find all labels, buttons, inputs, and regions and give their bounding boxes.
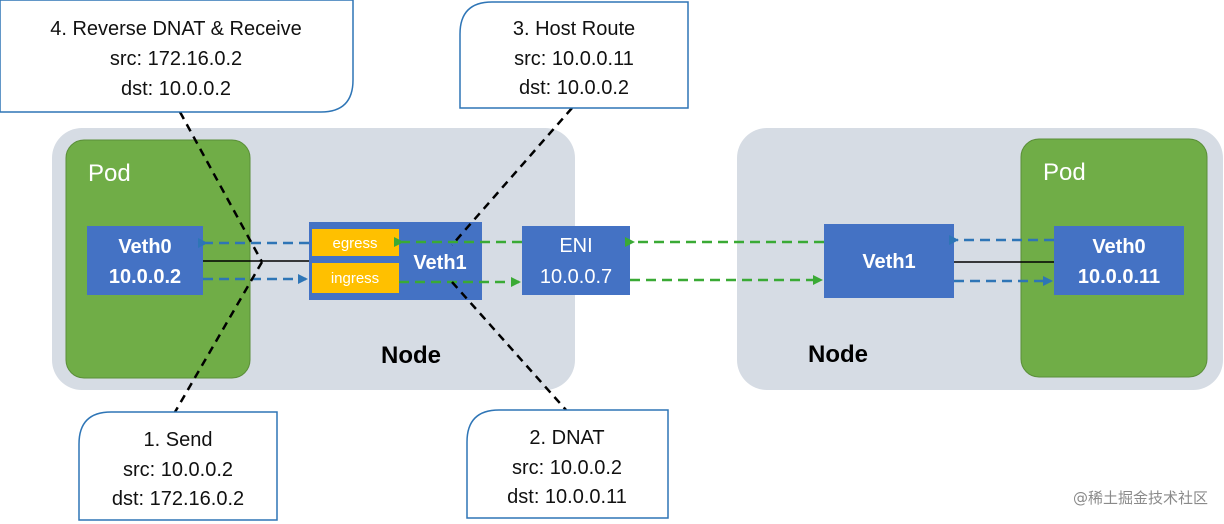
node-right-label: Node — [808, 341, 868, 368]
right-veth0-ip: 10.0.0.11 — [1078, 266, 1160, 288]
node-left-label: Node — [381, 342, 441, 369]
callout-step2-src: src: 10.0.0.2 — [512, 457, 622, 479]
callout-step2-dst: dst: 10.0.0.11 — [507, 486, 627, 508]
callout-step2 — [466, 409, 669, 519]
watermark-text: @稀土掘金技术社区 — [1073, 489, 1208, 507]
right-veth0-box — [1054, 226, 1184, 295]
ingress-label: ingress — [331, 270, 379, 287]
left-veth1-name: Veth1 — [413, 252, 466, 274]
callout-step1 — [78, 411, 278, 521]
ingress-tag — [312, 263, 399, 293]
callout-step4 — [0, 0, 354, 113]
leader-step4 — [178, 111, 264, 263]
callout-step3 — [459, 1, 689, 109]
eni-name: ENI — [559, 235, 592, 257]
pod-left-label: Pod — [88, 160, 131, 187]
callout-step4-src: src: 172.16.0.2 — [110, 48, 242, 70]
left-veth0-box — [87, 226, 203, 295]
left-veth0-name: Veth0 — [118, 236, 171, 258]
leader-step2 — [451, 281, 567, 411]
eni-ip: 10.0.0.7 — [540, 266, 612, 288]
callout-step1-src: src: 10.0.0.2 — [123, 459, 233, 481]
callout-step2-title: 2. DNAT — [529, 427, 604, 449]
callout-step1-dst: dst: 172.16.0.2 — [112, 488, 244, 510]
left-veth0-ip: 10.0.0.2 — [109, 266, 181, 288]
right-veth1-box — [824, 224, 954, 298]
callout-step3-src: src: 10.0.0.11 — [514, 48, 634, 70]
right-veth1-name: Veth1 — [862, 251, 915, 273]
callout-step3-dst: dst: 10.0.0.2 — [519, 77, 629, 99]
callout-step1-title: 1. Send — [144, 429, 213, 451]
eni-box — [522, 226, 630, 295]
right-veth0-name: Veth0 — [1092, 236, 1145, 258]
leader-step3 — [451, 107, 573, 246]
leader-step1 — [173, 261, 264, 413]
pod-right-label: Pod — [1043, 159, 1086, 186]
callout-step3-title: 3. Host Route — [513, 18, 635, 40]
callout-step4-dst: dst: 10.0.0.2 — [121, 78, 231, 100]
callout-step4-title: 4. Reverse DNAT & Receive — [50, 18, 302, 40]
egress-label: egress — [332, 235, 377, 252]
egress-tag — [312, 229, 399, 256]
